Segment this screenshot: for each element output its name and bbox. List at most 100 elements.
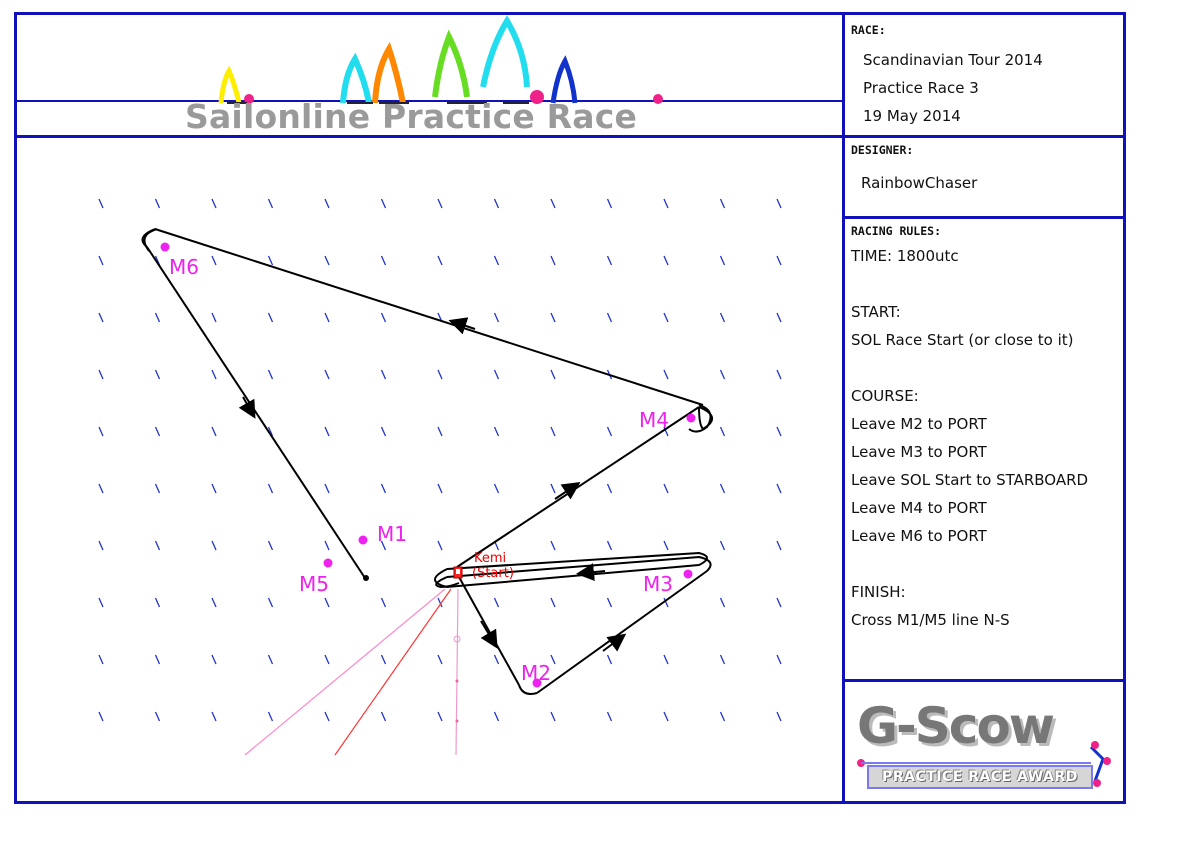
wind-tick	[267, 255, 274, 266]
wind-tick	[267, 426, 274, 437]
wind-tick	[267, 312, 274, 323]
wind-field	[98, 198, 782, 722]
wind-tick	[98, 255, 104, 266]
wind-tick	[663, 312, 669, 323]
mark-m6	[160, 242, 170, 252]
wind-tick	[663, 369, 669, 380]
mark-m3	[683, 569, 693, 579]
wind-tick	[437, 483, 443, 494]
wind-tick	[211, 597, 217, 608]
wind-tick	[776, 369, 782, 380]
wind-tick	[719, 426, 726, 437]
wind-tick	[154, 483, 161, 494]
wind-tick	[324, 369, 330, 380]
mark-m4	[686, 413, 696, 423]
rules-line: TIME: 1800utc	[851, 247, 959, 265]
wind-tick	[267, 654, 274, 665]
wind-tick	[776, 426, 782, 437]
wind-tick	[776, 312, 782, 323]
wind-tick	[606, 255, 613, 266]
wind-tick	[380, 426, 387, 437]
wind-tick	[606, 198, 613, 209]
wind-tick	[98, 597, 104, 608]
wind-tick	[98, 654, 104, 665]
wind-tick	[663, 198, 669, 209]
wind-tick	[98, 711, 104, 722]
wind-tick	[324, 711, 330, 722]
rules-line: Leave SOL Start to STARBOARD	[851, 471, 1089, 489]
race-chart-frame: Sailonline Practice Race	[14, 12, 1126, 804]
wind-tick	[437, 711, 443, 722]
wind-tick	[493, 255, 500, 266]
wind-tick	[437, 540, 443, 551]
panel-divider	[842, 15, 845, 801]
wind-tick	[154, 369, 161, 380]
wind-tick	[380, 369, 387, 380]
wind-tick	[550, 540, 556, 551]
wind-tick	[98, 369, 104, 380]
wind-tick	[267, 597, 274, 608]
wind-tick	[663, 426, 669, 437]
designer-section-divider	[845, 216, 1123, 219]
wind-tick	[663, 483, 669, 494]
wind-tick	[380, 540, 387, 551]
wind-tick	[606, 597, 613, 608]
wind-tick	[493, 369, 500, 380]
wind-tick	[437, 198, 443, 209]
wind-tick	[776, 255, 782, 266]
wind-tick	[550, 312, 556, 323]
wind-tick	[493, 426, 500, 437]
wind-tick	[324, 312, 330, 323]
race-label: RACE:	[851, 23, 886, 37]
wind-tick	[437, 369, 443, 380]
wind-tick	[380, 654, 387, 665]
wind-tick	[211, 255, 217, 266]
award-logo: G-Scow PRACTICE RACE AWARD	[845, 683, 1123, 801]
wind-tick	[98, 198, 104, 209]
finish-point	[363, 575, 369, 581]
wind-tick	[550, 426, 556, 437]
rules-label: RACING RULES:	[851, 224, 942, 238]
header-divider	[17, 135, 845, 138]
course-path	[141, 228, 713, 695]
wind-tick	[211, 369, 217, 380]
wind-tick	[776, 540, 782, 551]
rules-line: Leave M2 to PORT	[851, 415, 987, 433]
wind-tick	[776, 483, 782, 494]
wind-tick	[719, 255, 726, 266]
wind-tick	[719, 198, 726, 209]
wind-tick	[776, 597, 782, 608]
rules-line: COURSE:	[851, 387, 919, 405]
wind-tick	[154, 198, 161, 209]
wind-tick	[606, 654, 613, 665]
wind-tick	[437, 597, 443, 608]
header-banner: Sailonline Practice Race	[17, 15, 842, 135]
wind-tick	[211, 483, 217, 494]
wind-tick	[98, 540, 104, 551]
wind-tick	[550, 255, 556, 266]
wind-tick	[719, 312, 726, 323]
wind-tick	[211, 711, 217, 722]
mark-label-m3: M3	[643, 572, 673, 596]
start-name-label: Kemi	[474, 551, 506, 566]
wind-tick	[437, 255, 443, 266]
wind-tick	[606, 483, 613, 494]
wind-tick	[380, 312, 387, 323]
race-line-3: 19 May 2014	[863, 107, 961, 125]
mark-m1	[358, 535, 368, 545]
wind-tick	[493, 312, 500, 323]
wind-tick	[663, 654, 669, 665]
rules-line: Leave M6 to PORT	[851, 527, 987, 545]
wind-tick	[211, 654, 217, 665]
wind-tick	[211, 540, 217, 551]
wind-tick	[550, 597, 556, 608]
layline-pink	[244, 588, 446, 756]
wind-tick	[98, 483, 104, 494]
award-subtitle: PRACTICE RACE AWARD	[867, 765, 1093, 789]
wind-tick	[98, 312, 104, 323]
wind-tick	[550, 198, 556, 209]
mark-label-m2: M2	[521, 661, 551, 685]
wind-tick	[380, 255, 387, 266]
wind-tick	[324, 597, 330, 608]
